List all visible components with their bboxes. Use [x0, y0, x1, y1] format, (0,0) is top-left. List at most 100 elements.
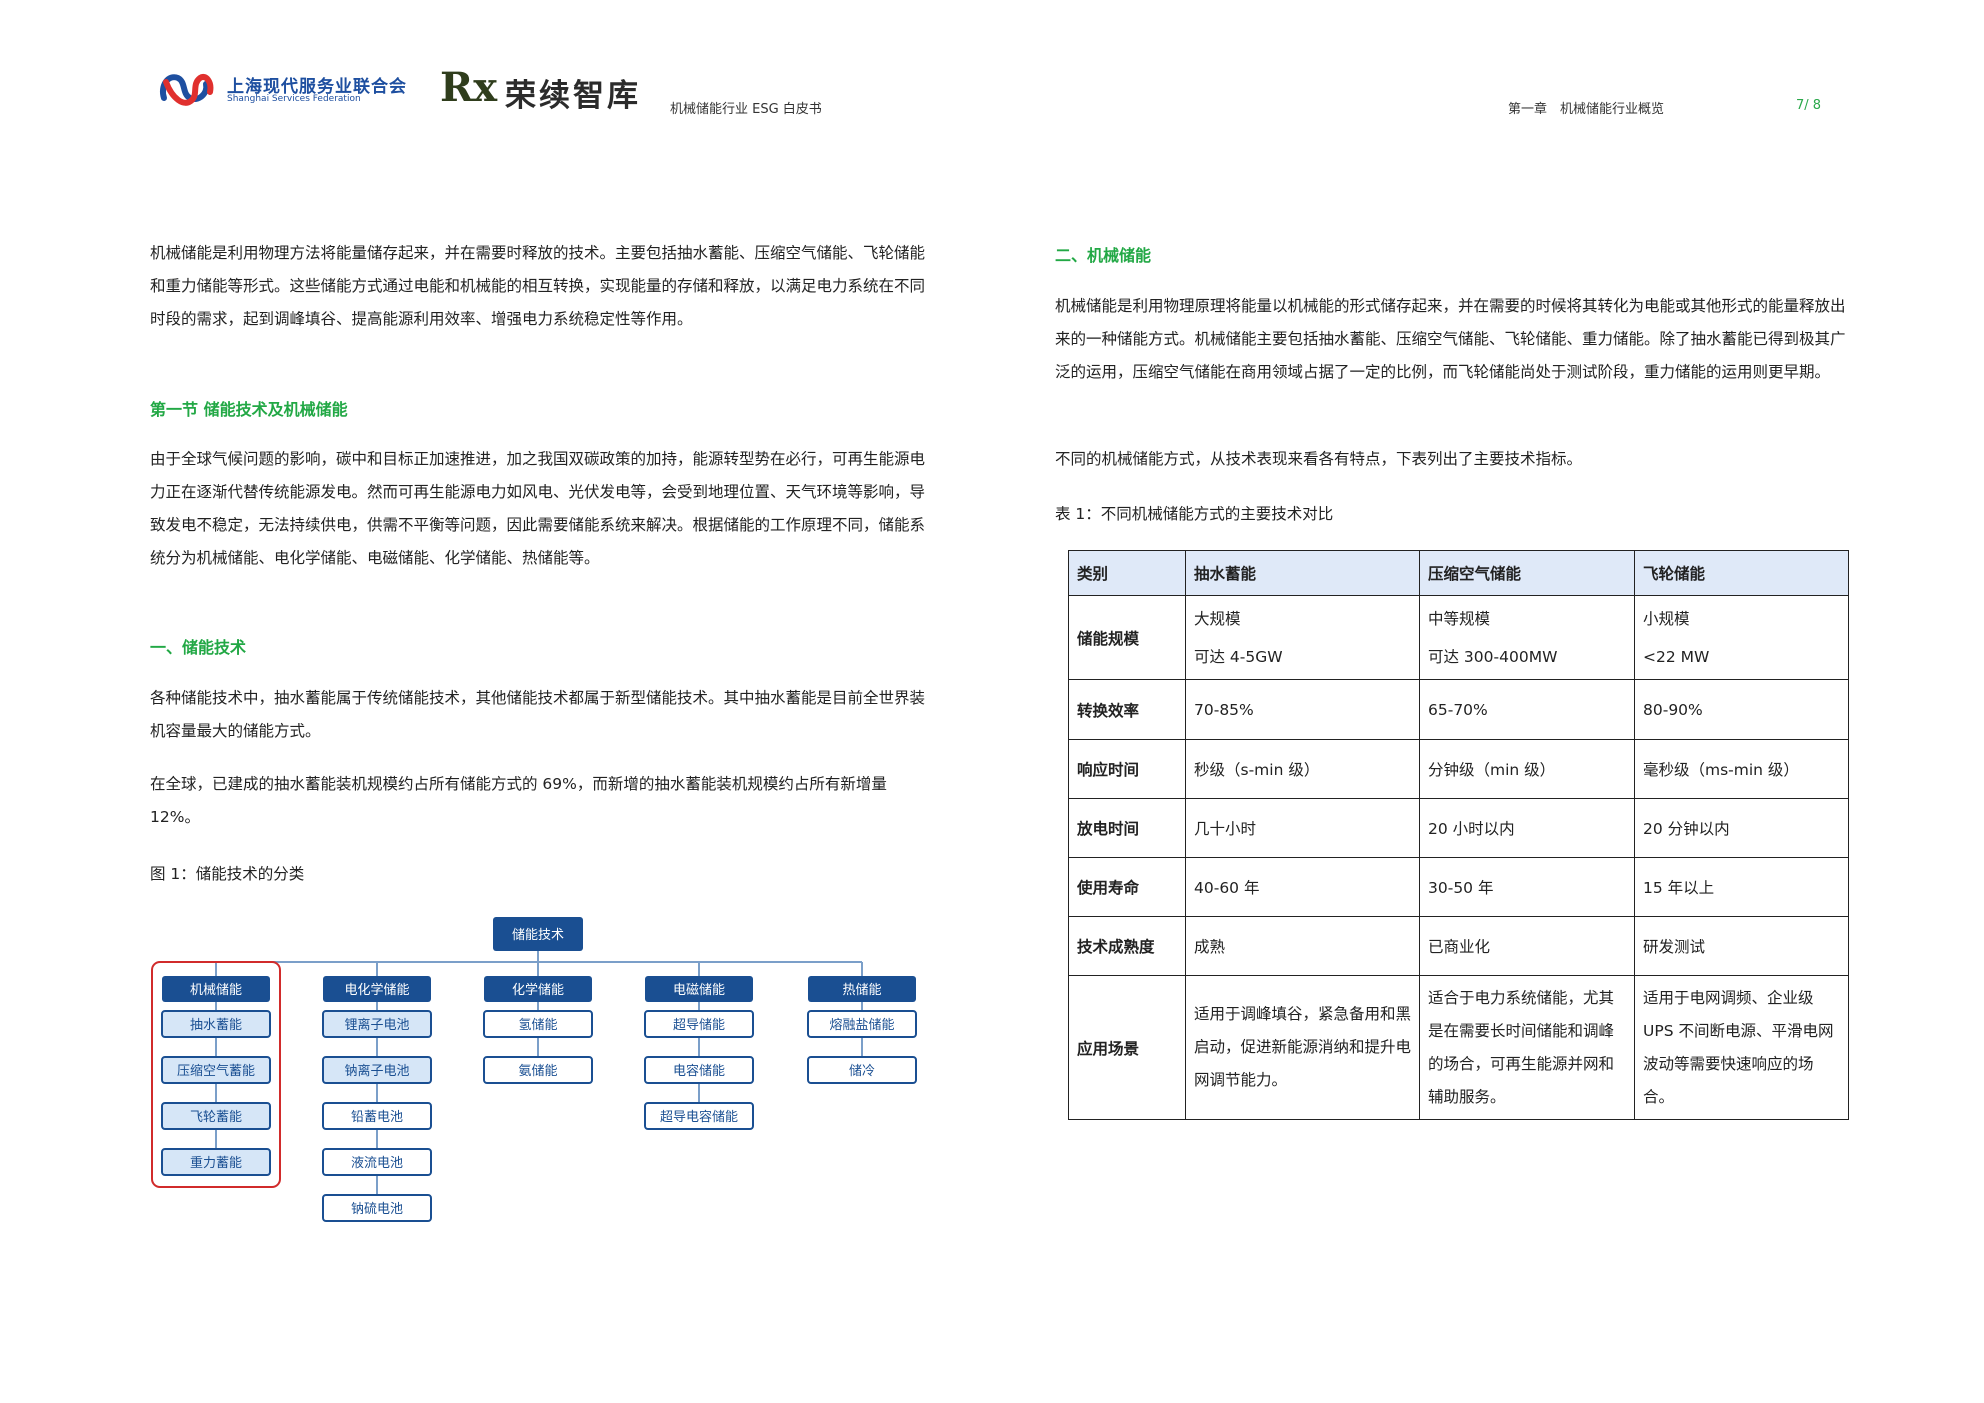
tree-leaf-node: 氢储能: [483, 1010, 593, 1038]
table-cell: 适合于电力系统储能，尤其是在需要长时间储能和调峰的场合，可再生能源并网和辅助服务…: [1419, 975, 1635, 1120]
tree-leaf-node: 重力蓄能: [161, 1148, 271, 1176]
table-cell: 大规模可达 4-5GW: [1185, 595, 1420, 680]
tree-leaf-node-label: 熔融盐储能: [829, 1018, 894, 1033]
subsection1-paragraph-2: 在全球，已建成的抽水蓄能装机规模约占所有储能方式的 69%，而新增的抽水蓄能装机…: [150, 775, 887, 826]
tree-leaf-node: 飞轮蓄能: [161, 1102, 271, 1130]
tree-category-node-label: 电化学储能: [344, 982, 409, 998]
table-row: 响应时间 秒级（s-min 级） 分钟级（min 级） 毫秒级（ms-min 级…: [1068, 739, 1849, 799]
tree-leaf-node: 压缩空气蓄能: [161, 1056, 271, 1084]
subsection1-paragraph-1: 各种储能技术中，抽水蓄能属于传统储能技术，其他储能技术都属于新型储能技术。其中抽…: [150, 689, 926, 740]
tree-leaf-node: 超导电容储能: [644, 1102, 754, 1130]
tree-leaf-node-label: 抽水蓄能: [190, 1018, 242, 1033]
table-header-cell: 类别: [1068, 550, 1186, 596]
table-cell: 80-90%: [1634, 679, 1849, 740]
table-caption: 表 1：不同机械储能方式的主要技术对比: [1055, 505, 1334, 523]
tree-category-node: 电化学储能: [323, 976, 431, 1002]
table-row-label: 技术成熟度: [1068, 916, 1186, 976]
tree-leaf-node: 钠离子电池: [322, 1056, 432, 1084]
tree-leaf-node: 电容储能: [644, 1056, 754, 1084]
tree-root-node: 储能技术: [493, 917, 583, 951]
federation-name: 上海现代服务业联合会: [227, 77, 407, 97]
tree-leaf-node: 抽水蓄能: [161, 1010, 271, 1038]
table-cell: 研发测试: [1634, 916, 1849, 976]
intro-paragraph: 机械储能是利用物理方法将能量储存起来，并在需要时释放的技术。主要包括抽水蓄能、压…: [150, 244, 926, 328]
table-row: 放电时间 几十小时 20 小时以内 20 分钟以内: [1068, 798, 1849, 858]
tree-leaf-node-label: 氨储能: [518, 1064, 557, 1079]
tree-root-node-label: 储能技术: [512, 928, 564, 943]
table-cell: 适用于电网调频、企业级 UPS 不间断电源、平滑电网波动等需要快速响应的场合。: [1634, 975, 1849, 1120]
tree-leaf-node: 钠硫电池: [322, 1194, 432, 1222]
table-row-label: 放电时间: [1068, 798, 1186, 858]
table-header-cell: 抽水蓄能: [1185, 550, 1420, 596]
table-cell: 20 小时以内: [1419, 798, 1635, 858]
tree-leaf-node-label: 铅蓄电池: [351, 1110, 403, 1125]
subsection2-paragraph-2: 不同的机械储能方式，从技术表现来看各有特点，下表列出了主要技术指标。: [1055, 450, 1583, 468]
table-row: 储能规模 大规模可达 4-5GW 中等规模可达 300-400MW 小规模<22…: [1068, 595, 1849, 680]
table-cell: 几十小时: [1185, 798, 1420, 858]
tree-leaf-node: 超导储能: [644, 1010, 754, 1038]
federation-logo-icon: [160, 74, 214, 106]
tree-leaf-node: 铅蓄电池: [322, 1102, 432, 1130]
tree-leaf-node-label: 储冷: [849, 1064, 875, 1079]
table-cell: 中等规模可达 300-400MW: [1419, 595, 1635, 680]
document-title: 机械储能行业 ESG 白皮书: [670, 102, 822, 117]
federation-name-en: Shanghai Services Federation: [227, 94, 361, 104]
table-row-label: 响应时间: [1068, 739, 1186, 799]
table-header-cell: 飞轮储能: [1634, 550, 1849, 596]
tree-leaf-node: 储冷: [807, 1056, 917, 1084]
tree-leaf-node-label: 超导储能: [673, 1018, 725, 1033]
table-cell: 适用于调峰填谷，紧急备用和黑启动，促进新能源消纳和提升电网调节能力。: [1185, 975, 1420, 1120]
tree-leaf-node-label: 钠硫电池: [351, 1202, 403, 1217]
tree-leaf-node: 锂离子电池: [322, 1010, 432, 1038]
think-tank-name: 荣续智库: [505, 78, 641, 114]
table-cell: 秒级（s-min 级）: [1185, 739, 1420, 799]
tree-leaf-node-label: 电容储能: [673, 1063, 725, 1079]
subsection2-paragraph-1: 机械储能是利用物理原理将能量以机械能的形式储存起来，并在需要的时候将其转化为电能…: [1055, 297, 1846, 381]
table-cell: 40-60 年: [1185, 857, 1420, 917]
tree-category-node-label: 化学储能: [512, 982, 564, 998]
table-row-label: 应用场景: [1068, 975, 1186, 1120]
subsection2-heading: 二、机械储能: [1055, 246, 1152, 265]
section1-paragraph: 由于全球气候问题的影响，碳中和目标正加速推进，加之我国双碳政策的加持，能源转型势…: [150, 450, 926, 567]
tree-category-node: 化学储能: [484, 976, 592, 1002]
think-tank-logo-mark: Rx: [440, 64, 498, 111]
tree-leaf-node-label: 超导电容储能: [660, 1109, 738, 1125]
page-number: 7/ 8: [1796, 98, 1822, 113]
table-cell: 15 年以上: [1634, 857, 1849, 917]
tree-leaf-node: 氨储能: [483, 1056, 593, 1084]
table-cell: 已商业化: [1419, 916, 1635, 976]
tree-category-node: 热储能: [808, 976, 916, 1002]
table-cell: 小规模<22 MW: [1634, 595, 1849, 680]
table-cell: 毫秒级（ms-min 级）: [1634, 739, 1849, 799]
tree-leaf-node-label: 重力蓄能: [190, 1155, 242, 1171]
table-row: 使用寿命 40-60 年 30-50 年 15 年以上: [1068, 857, 1849, 917]
tree-leaf-node-label: 飞轮蓄能: [190, 1110, 242, 1125]
tree-category-node: 电磁储能: [645, 976, 753, 1002]
tree-leaf-node-label: 液流电池: [351, 1156, 403, 1171]
table-row: 应用场景 适用于调峰填谷，紧急备用和黑启动，促进新能源消纳和提升电网调节能力。 …: [1068, 975, 1849, 1120]
figure-caption: 图 1：储能技术的分类: [150, 865, 305, 883]
table-cell: 成熟: [1185, 916, 1420, 976]
tree-leaf-node-label: 钠离子电池: [344, 1063, 409, 1079]
table-row: 技术成熟度 成熟 已商业化 研发测试: [1068, 916, 1849, 976]
tree-leaf-node: 液流电池: [322, 1148, 432, 1176]
table-header-row: 类别 抽水蓄能 压缩空气储能 飞轮储能: [1068, 550, 1849, 596]
table-cell: 20 分钟以内: [1634, 798, 1849, 858]
table-cell: 30-50 年: [1419, 857, 1635, 917]
table-header-cell: 压缩空气储能: [1419, 550, 1635, 596]
tree-leaf-node-label: 氢储能: [518, 1018, 557, 1033]
table-row-label: 转换效率: [1068, 679, 1186, 740]
section1-heading: 第一节 储能技术及机械储能: [150, 400, 348, 419]
tree-leaf-node-label: 锂离子电池: [344, 1017, 409, 1033]
table-row: 转换效率 70-85% 65-70% 80-90%: [1068, 679, 1849, 740]
tree-category-node-label: 热储能: [842, 983, 881, 998]
chapter-title: 第一章 机械储能行业概览: [1508, 102, 1665, 117]
table-row-label: 使用寿命: [1068, 857, 1186, 917]
mechanical-storage-highlight-frame: [151, 961, 281, 1188]
tree-leaf-node: 熔融盐储能: [807, 1010, 917, 1038]
tree-category-node: 机械储能: [162, 976, 270, 1002]
tree-category-node-label: 机械储能: [190, 983, 242, 998]
table-cell: 70-85%: [1185, 679, 1420, 740]
tree-leaf-node-label: 压缩空气蓄能: [177, 1063, 255, 1079]
